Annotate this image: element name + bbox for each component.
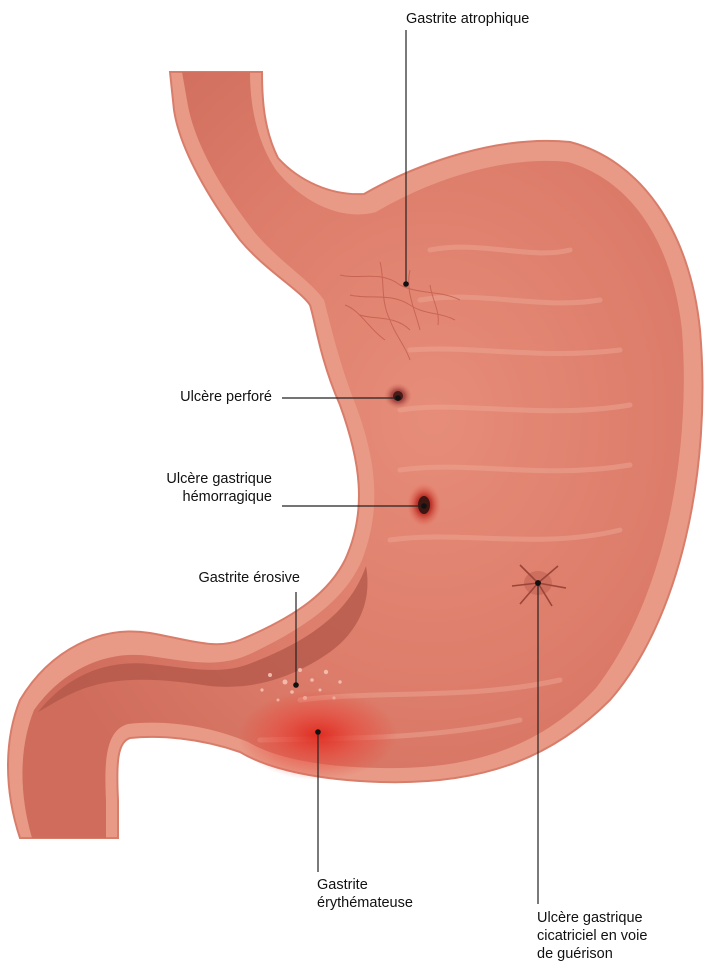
label-line: de guérison [537,945,647,963]
label-line: hémorragique [166,488,272,506]
label-ulcere-perfore: Ulcère perforé [180,388,272,406]
label-ulcere-cicatriciel: Ulcère gastrique cicatriciel en voie de … [537,909,647,963]
label-line: Ulcère gastrique [537,909,647,927]
label-ulcere-hemorragique: Ulcère gastrique hémorragique [166,470,272,506]
label-line: Ulcère perforé [180,388,272,406]
label-gastrite-atrophique: Gastrite atrophique [406,10,529,28]
label-gastrite-erythemateuse: Gastrite érythémateuse [317,876,413,912]
label-line: Gastrite atrophique [406,10,529,28]
label-line: Ulcère gastrique [166,470,272,488]
label-line: cicatriciel en voie [537,927,647,945]
label-gastrite-erosive: Gastrite érosive [198,569,300,587]
label-line: érythémateuse [317,894,413,912]
label-line: Gastrite érosive [198,569,300,587]
label-line: Gastrite [317,876,413,894]
